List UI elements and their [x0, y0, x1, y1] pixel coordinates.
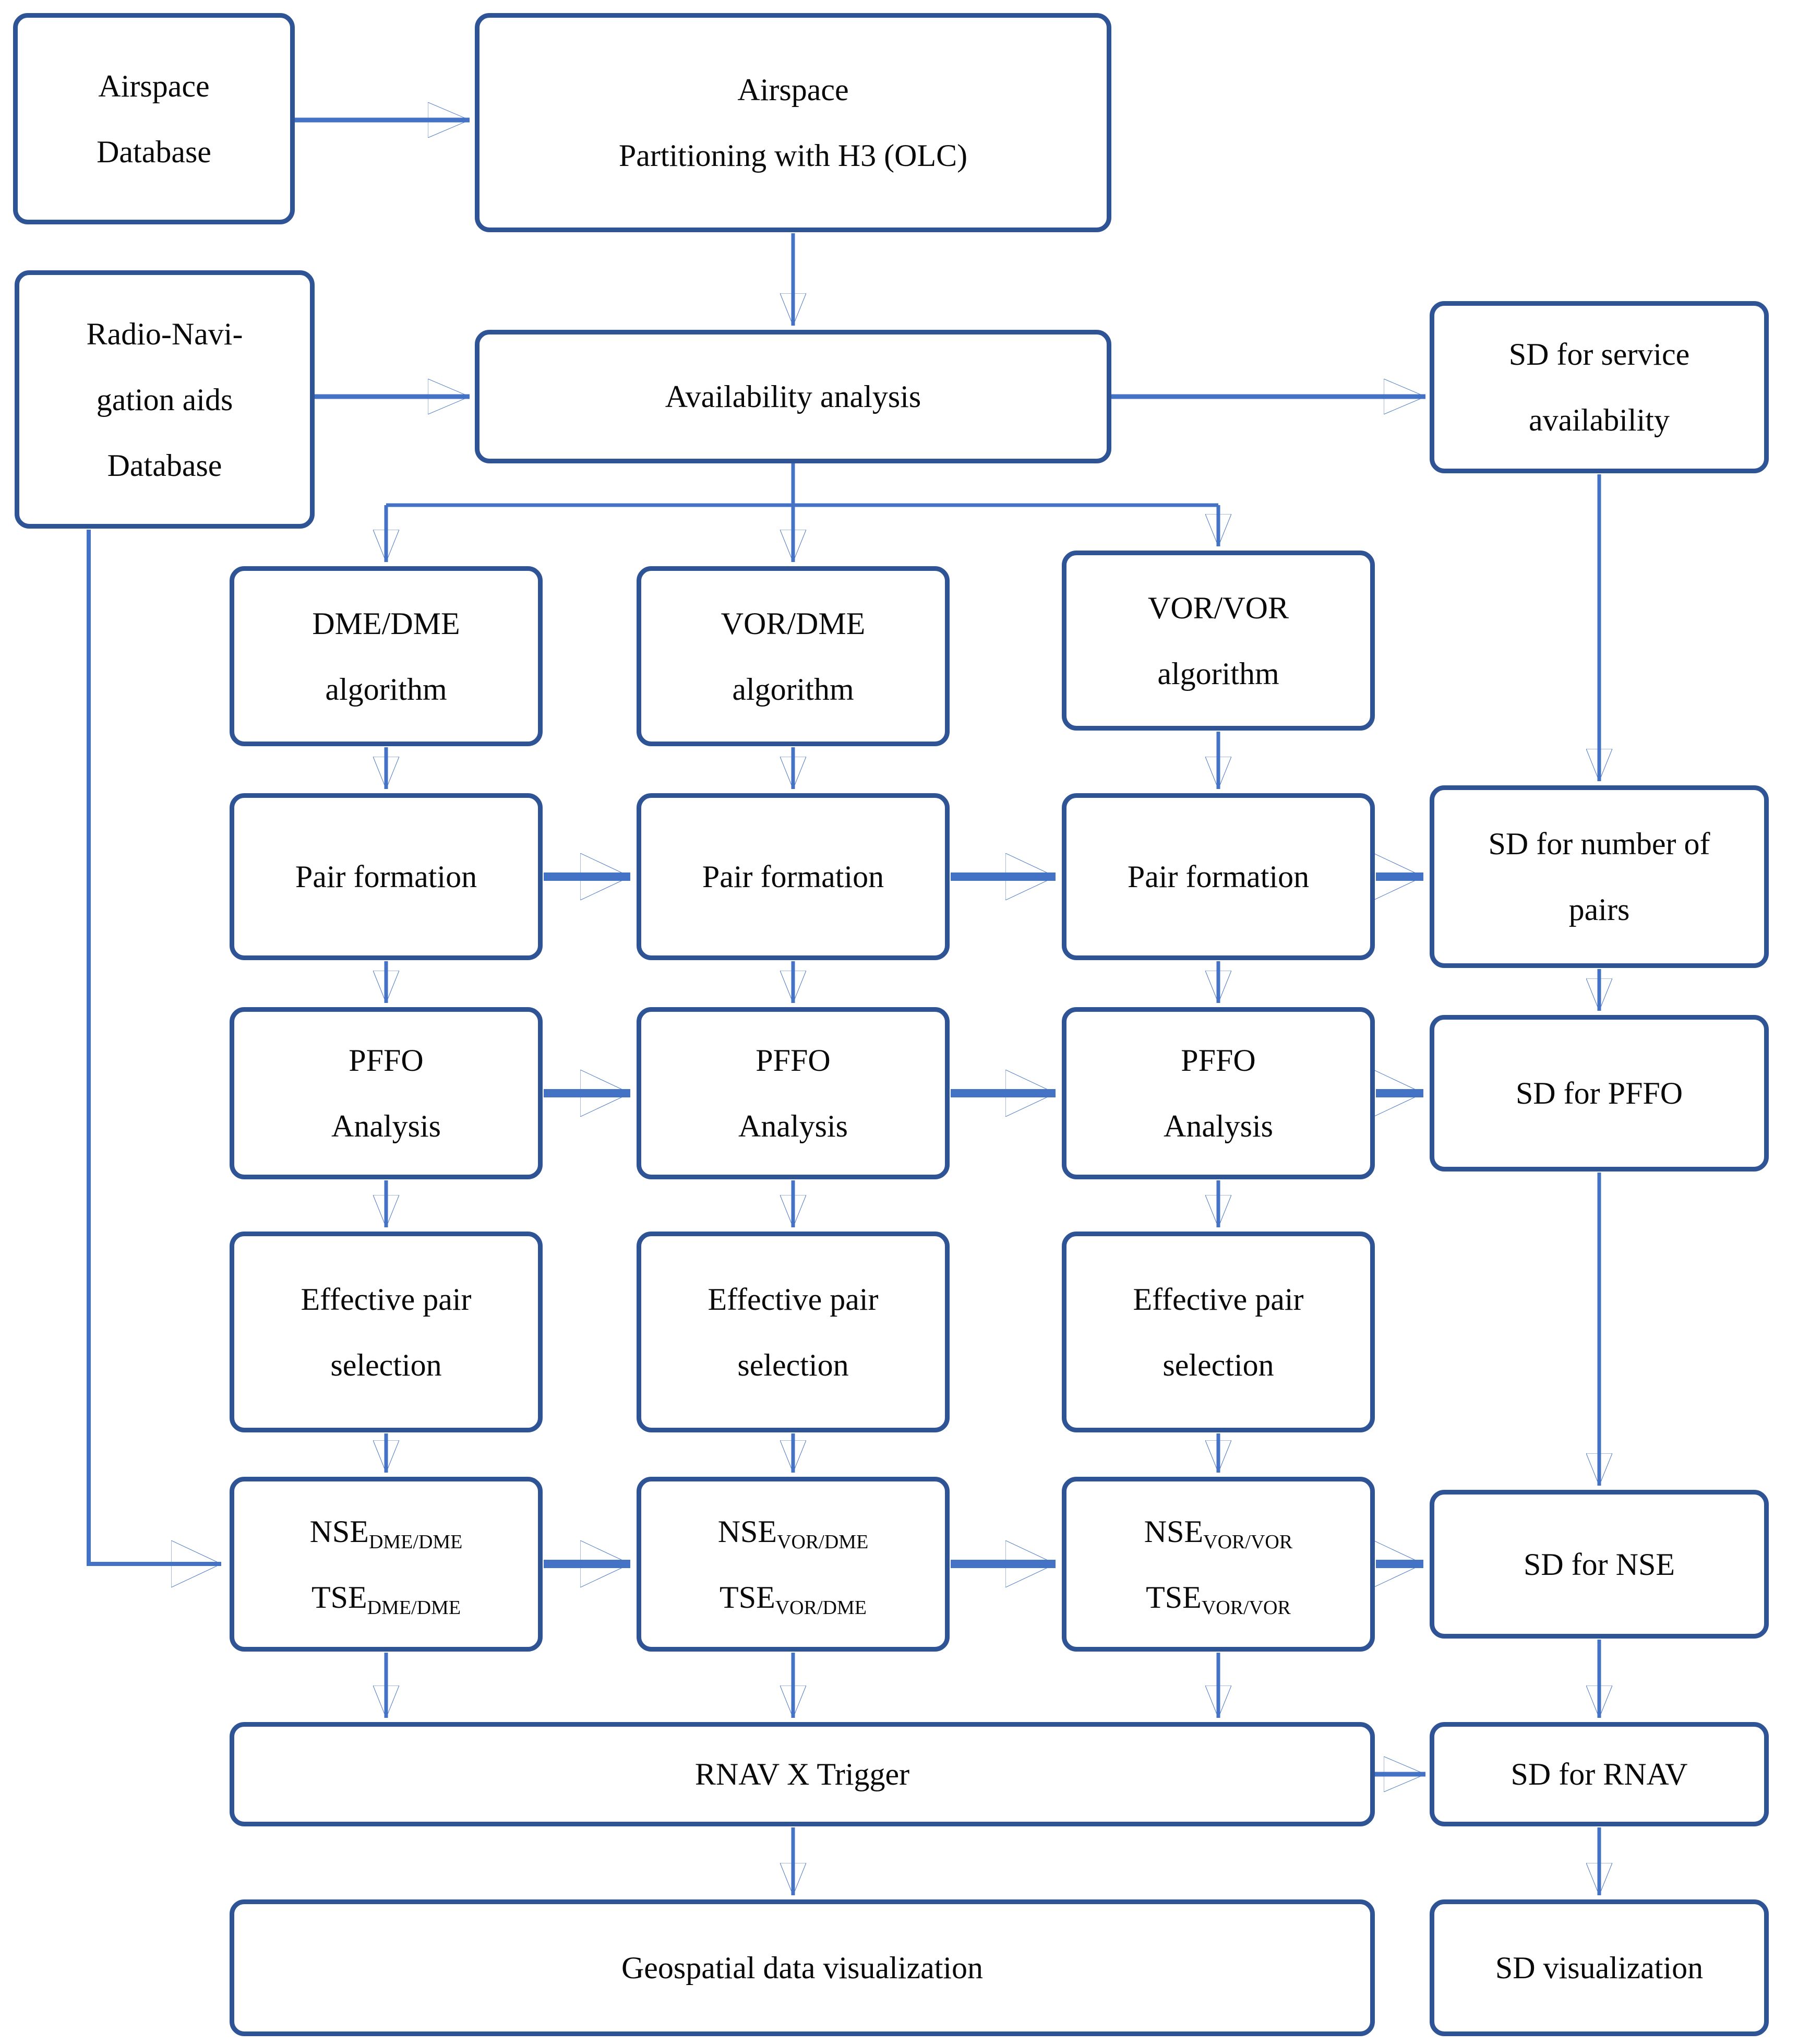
nse-term-subscript: VOR/DME [777, 1531, 869, 1553]
arrow-radionav-db-to-nse1 [87, 530, 221, 1564]
nse-term: NSE [309, 1514, 369, 1549]
node-label: Pair formation [1127, 859, 1310, 894]
node-effective-pair-selection-1: Effective pair selection [230, 1232, 543, 1432]
node-label: Analysis [331, 1109, 441, 1143]
node-label: selection [1162, 1347, 1274, 1382]
node-pair-formation-1: Pair formation [230, 793, 543, 960]
node-label: algorithm [1157, 656, 1279, 691]
nse-term-subscript: DME/DME [368, 1531, 463, 1553]
node-label: pairs [1568, 892, 1630, 927]
node-label: Airspace [737, 73, 849, 107]
node-airspace-database: Airspace Database [13, 13, 295, 224]
node-label: SD for service [1508, 337, 1690, 372]
node-rnav-x-trigger: RNAV X Trigger [230, 1722, 1375, 1826]
node-label: Availability analysis [665, 379, 921, 414]
node-label: availability [1529, 403, 1670, 437]
node-label: Radio-Navi- [86, 316, 243, 351]
node-effective-pair-selection-3: Effective pair selection [1062, 1232, 1375, 1432]
node-sd-nse: SD for NSE [1430, 1490, 1769, 1639]
nse-term-subscript: VOR/VOR [1203, 1531, 1293, 1553]
node-label: SD visualization [1495, 1951, 1704, 1985]
node-label: VOR/VOR [1147, 590, 1289, 625]
node-label: Effective pair [301, 1282, 472, 1317]
node-geospatial-data-visualization: Geospatial data visualization [230, 1899, 1375, 2036]
node-vor-vor-algorithm: VOR/VOR algorithm [1062, 551, 1375, 731]
node-label: Pair formation [702, 859, 884, 894]
tse-term-subscript: VOR/VOR [1201, 1596, 1291, 1619]
node-label: PFFO [1181, 1043, 1256, 1078]
tse-term: TSE [1146, 1580, 1202, 1615]
node-label: VOR/DME [721, 606, 866, 641]
node-airspace-partitioning: Airspace Partitioning with H3 (OLC) [475, 13, 1111, 232]
node-label: Database [97, 134, 211, 169]
node-label: selection [737, 1347, 849, 1382]
tse-term: TSE [720, 1580, 775, 1615]
tse-term-subscript: DME/DME [367, 1596, 461, 1619]
node-availability-analysis: Availability analysis [475, 330, 1111, 463]
node-label: Analysis [738, 1109, 848, 1143]
node-label: selection [330, 1347, 442, 1382]
node-label: Effective pair [708, 1282, 879, 1317]
node-radio-navigation-aids-database: Radio-Navi- gation aids Database [15, 270, 315, 529]
node-nse-tse-dme-dme: NSEDME/DME TSEDME/DME [230, 1477, 543, 1652]
node-nse-tse-vor-vor: NSEVOR/VOR TSEVOR/VOR [1062, 1477, 1375, 1652]
node-label: Partitioning with H3 (OLC) [618, 138, 968, 173]
node-label: Airspace [98, 68, 210, 103]
tse-term-subscript: VOR/DME [775, 1596, 867, 1619]
node-label: SD for NSE [1523, 1547, 1675, 1582]
node-label: RNAV X Trigger [694, 1757, 910, 1791]
node-label: Geospatial data visualization [621, 1951, 984, 1985]
node-label: algorithm [732, 672, 854, 707]
tse-term: TSE [311, 1580, 367, 1615]
node-pffo-analysis-3: PFFO Analysis [1062, 1007, 1375, 1179]
node-pffo-analysis-2: PFFO Analysis [637, 1007, 950, 1179]
node-label: SD for number of [1488, 827, 1710, 861]
node-sd-number-of-pairs: SD for number of pairs [1430, 785, 1769, 968]
node-label: SD for PFFO [1515, 1076, 1683, 1110]
node-effective-pair-selection-2: Effective pair selection [637, 1232, 950, 1432]
node-label: SD for RNAV [1511, 1757, 1688, 1791]
node-sd-rnav: SD for RNAV [1430, 1722, 1769, 1826]
nse-term: NSE [1144, 1514, 1204, 1549]
node-label: gation aids [96, 382, 233, 417]
node-pffo-analysis-1: PFFO Analysis [230, 1007, 543, 1179]
node-label: Analysis [1164, 1109, 1273, 1143]
nse-term: NSE [717, 1514, 777, 1549]
node-label: DME/DME [312, 606, 460, 641]
node-pair-formation-3: Pair formation [1062, 793, 1375, 960]
node-sd-service-availability: SD for service availability [1430, 301, 1769, 473]
node-sd-visualization: SD visualization [1430, 1899, 1769, 2036]
node-label: algorithm [325, 672, 447, 707]
node-sd-pffo: SD for PFFO [1430, 1015, 1769, 1172]
node-label: PFFO [756, 1043, 831, 1078]
node-vor-dme-algorithm: VOR/DME algorithm [637, 566, 950, 746]
node-label: PFFO [349, 1043, 424, 1078]
node-label: Pair formation [295, 859, 477, 894]
node-dme-dme-algorithm: DME/DME algorithm [230, 566, 543, 746]
node-label: Effective pair [1133, 1282, 1304, 1317]
node-nse-tse-vor-dme: NSEVOR/DME TSEVOR/DME [637, 1477, 950, 1652]
node-pair-formation-2: Pair formation [637, 793, 950, 960]
node-label: Database [107, 448, 222, 483]
